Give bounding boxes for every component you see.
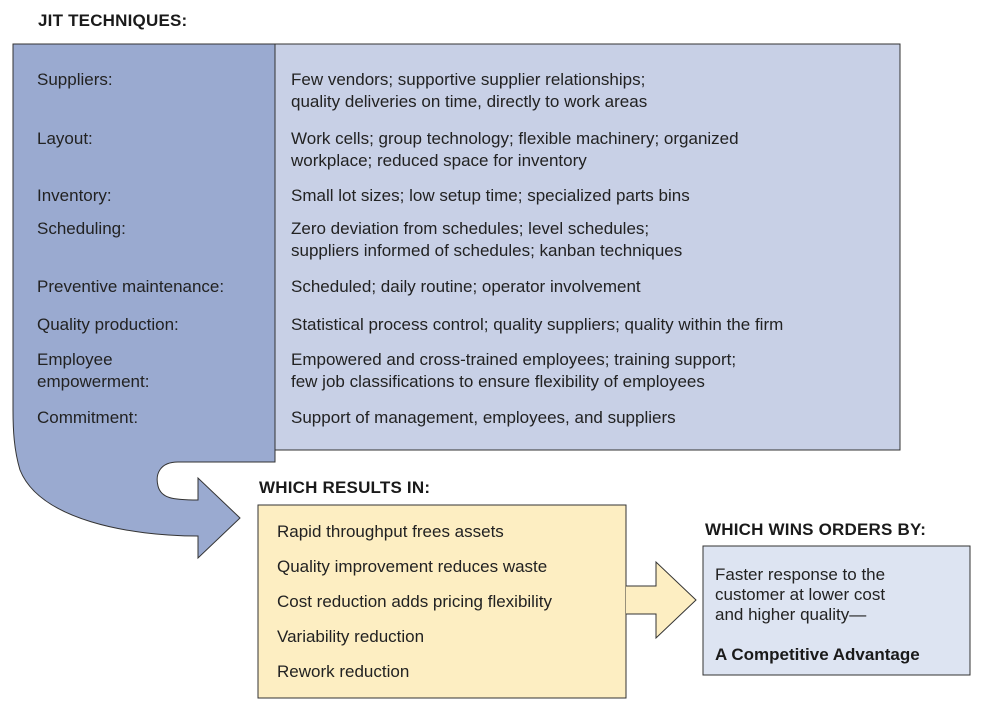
technique-desc-scheduling: Zero deviation from schedules; level sch…: [291, 219, 683, 260]
technique-label-preventive-maintenance: Preventive maintenance:: [37, 277, 225, 296]
competitive-advantage-label: A Competitive Advantage: [715, 645, 920, 664]
technique-desc-layout: Work cells; group technology; flexible m…: [291, 129, 739, 170]
technique-desc-preventive-maintenance: Scheduled; daily routine; operator invol…: [291, 277, 641, 296]
wins-heading: WHICH WINS ORDERS BY:: [705, 520, 927, 539]
results-to-wins-arrow: [626, 560, 697, 640]
technique-label-quality-production: Quality production:: [37, 315, 179, 334]
result-item: Rework reduction: [277, 662, 410, 681]
result-item: Rapid throughput frees assets: [277, 522, 504, 541]
results-heading: WHICH RESULTS IN:: [259, 478, 431, 497]
technique-desc-suppliers: Few vendors; supportive supplier relatio…: [291, 70, 648, 111]
wins-description: Faster response to the customer at lower…: [715, 565, 886, 624]
technique-label-employee-empowerment: Employee empowerment:: [37, 350, 150, 391]
technique-desc-inventory: Small lot sizes; low setup time; special…: [291, 186, 690, 205]
technique-desc-quality-production: Statistical process control; quality sup…: [291, 315, 784, 334]
techniques-description-panel: [267, 43, 901, 451]
jit-techniques-heading: JIT TECHNIQUES:: [38, 11, 188, 30]
technique-label-scheduling: Scheduling:: [37, 219, 126, 238]
technique-desc-employee-empowerment: Empowered and cross-trained employees; t…: [291, 350, 737, 391]
technique-desc-commitment: Support of management, employees, and su…: [291, 408, 676, 427]
technique-label-suppliers: Suppliers:: [37, 70, 113, 89]
technique-label-inventory: Inventory:: [37, 186, 112, 205]
result-item: Variability reduction: [277, 627, 425, 646]
technique-label-commitment: Commitment:: [37, 408, 139, 427]
wins-box: [702, 545, 971, 676]
result-item: Quality improvement reduces waste: [277, 557, 548, 576]
result-item: Cost reduction adds pricing flexibility: [277, 592, 552, 611]
techniques-curved-arrow-panel: [12, 43, 276, 560]
results-box: [257, 504, 627, 699]
technique-label-layout: Layout:: [37, 129, 93, 148]
